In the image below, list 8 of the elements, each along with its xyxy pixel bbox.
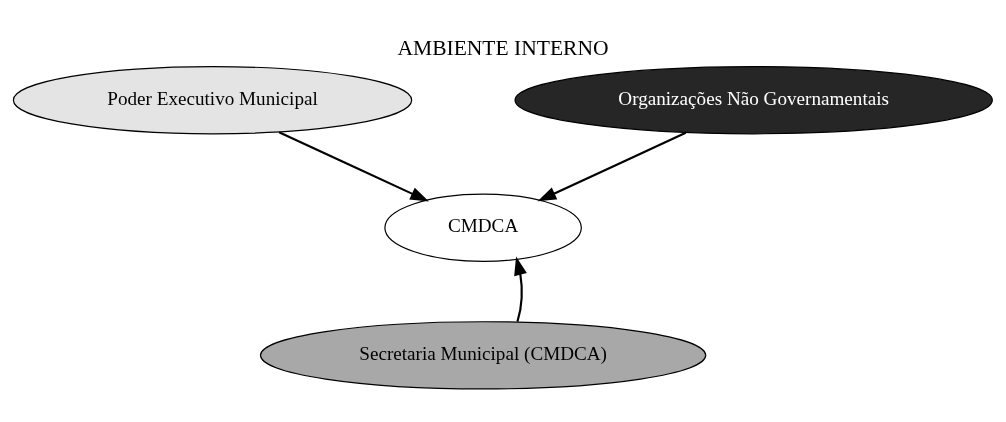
- node-ellipse: Secretaria Municipal (CMDCA): [259, 321, 707, 390]
- node-ellipse: Organizações Não Governamentais: [514, 65, 993, 135]
- node-ellipse: CMDCA: [384, 193, 582, 262]
- arrow: [514, 256, 527, 322]
- node-ellipse: Poder Executivo Municipal: [12, 65, 413, 135]
- arrow: [537, 131, 687, 202]
- diagram-title: AMBIENTE INTERNO: [397, 35, 609, 60]
- arrow: [278, 131, 429, 202]
